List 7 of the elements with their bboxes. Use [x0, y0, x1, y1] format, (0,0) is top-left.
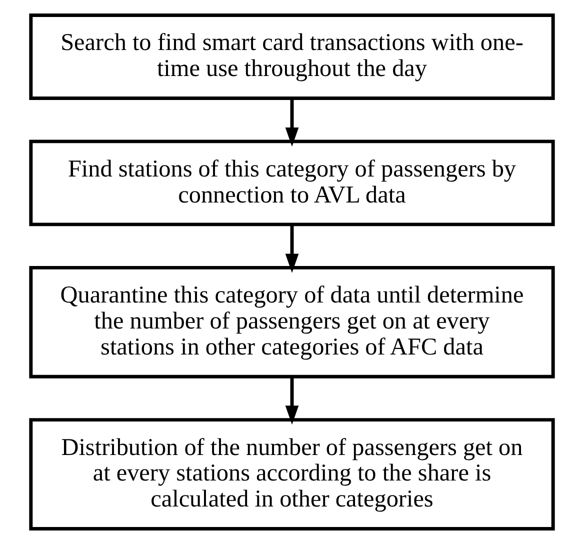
- node-box: Search to find smart card transactions with one-time use throughout the day: [29, 14, 555, 100]
- node-box: Distribution of the number of passengers get on at every stations according to the share is calculated in other categories: [29, 418, 555, 530]
- node-box: Find stations of this category of passengers by connection to AVL data: [29, 140, 555, 226]
- arrow: [285, 376, 299, 425]
- node-box: Quarantine this category of data until determine the number of passengers get on at every stations in other categories of AFC data: [29, 266, 555, 378]
- arrow: [285, 224, 299, 273]
- arrow: [285, 98, 299, 147]
